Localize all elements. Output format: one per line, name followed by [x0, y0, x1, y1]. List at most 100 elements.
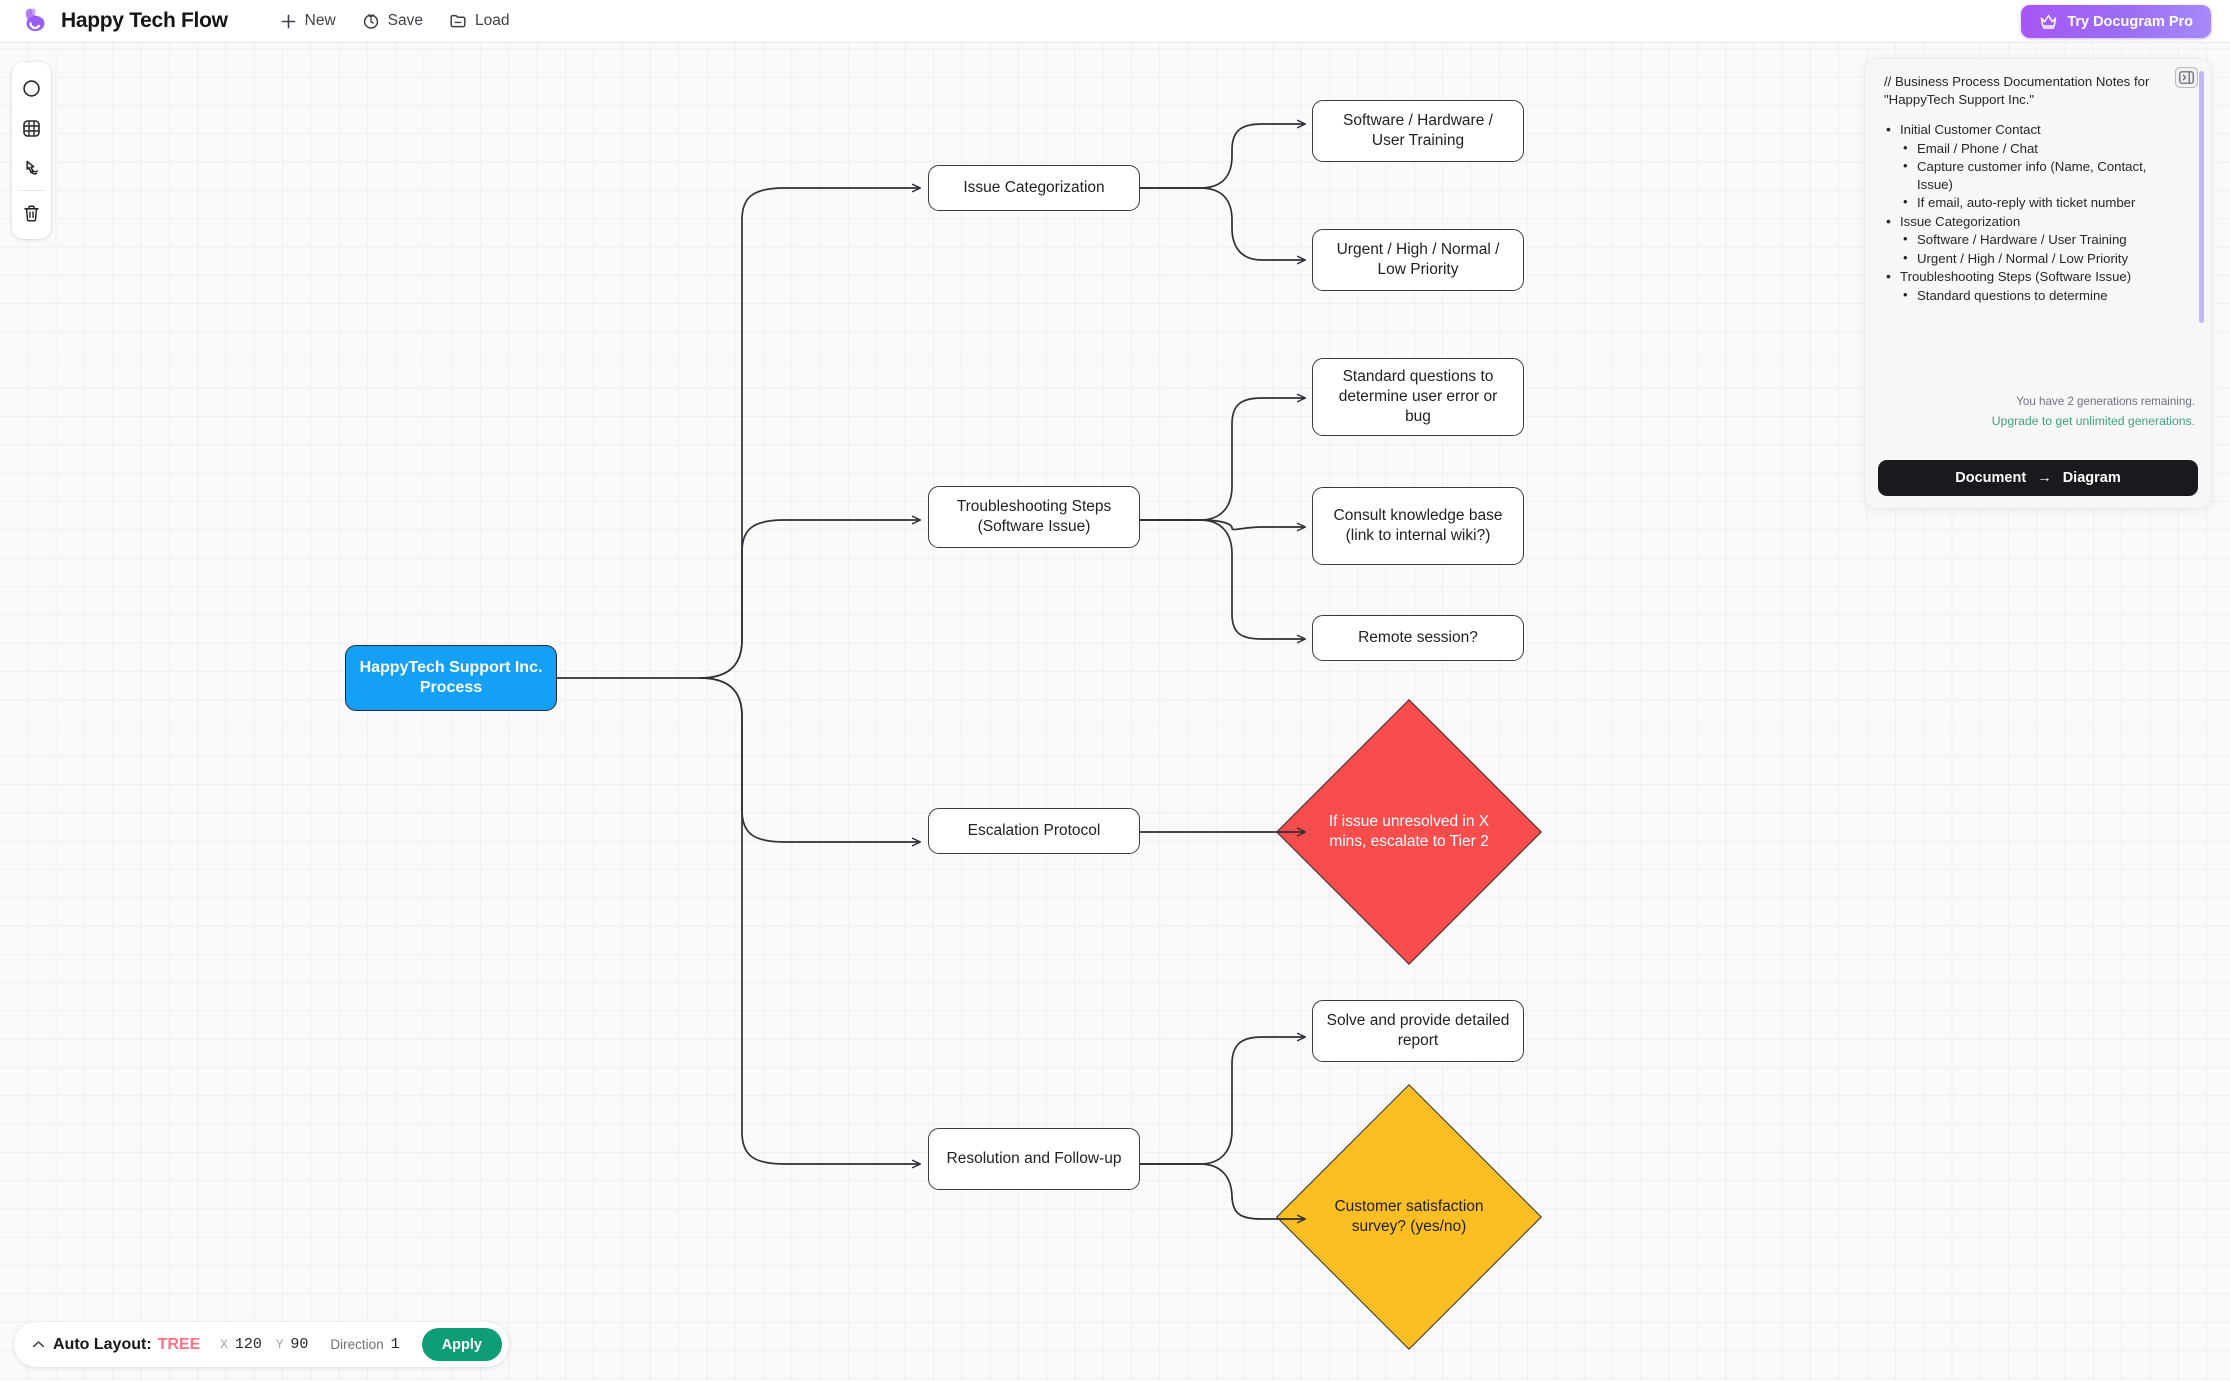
save-button[interactable]: Save: [362, 12, 423, 30]
edge-group-resolution: [1140, 1037, 1305, 1219]
load-button-label: Load: [475, 12, 510, 29]
flow-node-label: Solve and provide detailed report: [1326, 1012, 1510, 1049]
auto-layout-mode[interactable]: TREE: [157, 1335, 201, 1353]
upgrade-link[interactable]: Upgrade to get unlimited generations.: [1991, 414, 2195, 428]
circle-shape-tool[interactable]: [12, 68, 51, 108]
flow-node-label: If issue unresolved in X mins, escalate …: [1328, 813, 1490, 850]
convert-from-label: Document: [1955, 470, 2027, 486]
notes-item: Troubleshooting Steps (Software Issue) S…: [1884, 267, 2181, 305]
app-header: Happy Tech Flow New Save Load: [0, 0, 2230, 43]
flow-node-troubleshooting-steps[interactable]: Troubleshooting Steps (Software Issue): [928, 486, 1140, 548]
flow-node-label: Standard questions to determine user err…: [1338, 368, 1498, 425]
generations-remaining-text: You have 2 generations remaining.: [2016, 395, 2195, 408]
notes-outline: Initial Customer Contact Email / Phone /…: [1884, 120, 2181, 305]
flow-node-consult-knowledge-base[interactable]: Consult knowledge base (link to internal…: [1312, 487, 1524, 565]
flow-node-label: Remote session?: [1358, 629, 1478, 647]
auto-layout-bar: Auto Layout: TREE X 120 Y 90 Direction 1…: [14, 1322, 509, 1367]
header-actions: New Save Load: [280, 12, 509, 30]
tool-divider: [18, 190, 45, 191]
collapse-layout-bar-button[interactable]: [32, 1340, 45, 1349]
new-button[interactable]: New: [280, 12, 336, 30]
flow-node-standard-questions[interactable]: Standard questions to determine user err…: [1312, 358, 1524, 436]
save-button-label: Save: [387, 12, 423, 29]
try-docugram-pro-button[interactable]: Try Docugram Pro: [2021, 5, 2211, 38]
notes-item: Issue Categorization Software / Hardware…: [1884, 212, 2181, 268]
apply-layout-button[interactable]: Apply: [421, 1328, 502, 1361]
edge-group-issue-categorization: [1140, 124, 1305, 260]
grid-icon: [23, 119, 40, 137]
pro-button-label: Try Docugram Pro: [2067, 13, 2193, 30]
notes-subitem: Software / Hardware / User Training: [1900, 230, 2181, 249]
flow-node-label: Resolution and Follow-up: [946, 1150, 1122, 1168]
y-spacing-field[interactable]: Y 90: [276, 1336, 309, 1353]
flow-node-label: Escalation Protocol: [967, 822, 1101, 840]
x-spacing-value[interactable]: 120: [234, 1336, 262, 1353]
edge-group-root: [557, 188, 920, 1164]
document-to-diagram-button[interactable]: Document → Diagram: [1878, 460, 2198, 496]
shape-tool-dock: [12, 62, 51, 239]
flow-node-label: Troubleshooting Steps (Software Issue): [956, 498, 1112, 535]
flow-node-resolution-followup[interactable]: Resolution and Follow-up: [928, 1128, 1140, 1190]
flow-node-solve-detailed-report[interactable]: Solve and provide detailed report: [1312, 1000, 1524, 1062]
notes-subitem: If email, auto-reply with ticket number: [1900, 193, 2181, 212]
notes-subitem: Standard questions to determine: [1900, 286, 2181, 305]
flow-node-label: Consult knowledge base (link to internal…: [1333, 507, 1503, 544]
load-button[interactable]: Load: [449, 12, 509, 30]
flow-node-label: Issue Categorization: [963, 179, 1105, 197]
notes-item-label: Troubleshooting Steps (Software Issue): [1900, 269, 2132, 285]
flow-node-satisfaction-survey[interactable]: Customer satisfaction survey? (yes/no): [1276, 1084, 1542, 1350]
notes-subitem: Capture customer info (Name, Contact, Is…: [1900, 157, 2181, 193]
cursor-hand-icon: [26, 160, 38, 175]
edge-group-troubleshooting: [1140, 398, 1305, 639]
delete-tool[interactable]: [12, 193, 51, 233]
flow-node-label: Customer satisfaction survey? (yes/no): [1334, 1198, 1484, 1235]
y-spacing-value[interactable]: 90: [290, 1336, 309, 1353]
folder-open-icon: [450, 14, 466, 28]
flow-node-priority-levels[interactable]: Urgent / High / Normal / Low Priority: [1312, 229, 1524, 291]
auto-layout-label: Auto Layout:: [53, 1335, 152, 1353]
new-button-label: New: [304, 12, 336, 29]
panel-collapse-button[interactable]: [2175, 67, 2198, 88]
document-notes-panel: // Business Process Documentation Notes …: [1864, 58, 2212, 509]
flow-node-label: Urgent / High / Normal / Low Priority: [1336, 241, 1500, 278]
y-spacing-key: Y: [275, 1337, 284, 1352]
flow-node-label: Software / Hardware / User Training: [1343, 112, 1493, 149]
flow-node-remote-session[interactable]: Remote session?: [1312, 615, 1524, 661]
flow-node-root[interactable]: HappyTech Support Inc. Process: [345, 645, 557, 711]
flow-node-label: HappyTech Support Inc. Process: [359, 658, 543, 696]
crown-icon: [2040, 14, 2057, 29]
convert-to-label: Diagram: [2062, 470, 2121, 486]
arrow-right-icon: →: [2037, 470, 2052, 486]
x-spacing-key: X: [220, 1337, 228, 1352]
happy-duck-logo-icon: [25, 8, 45, 32]
notes-scrollbar-thumb[interactable]: [2199, 71, 2204, 323]
notes-header: // Business Process Documentation Notes …: [1884, 74, 2150, 107]
chevron-up-icon: [32, 1341, 45, 1348]
notes-sublist: Software / Hardware / User Training Urge…: [1900, 230, 2181, 268]
flow-node-escalate-tier-2[interactable]: If issue unresolved in X mins, escalate …: [1276, 699, 1542, 965]
notes-item: Initial Customer Contact Email / Phone /…: [1884, 120, 2181, 212]
notes-item-label: Issue Categorization: [1900, 213, 2021, 229]
circle-icon: [23, 79, 40, 97]
direction-value[interactable]: 1: [390, 1336, 400, 1353]
notes-item-label: Initial Customer Contact: [1900, 122, 2041, 138]
notes-subitem: Urgent / High / Normal / Low Priority: [1900, 249, 2181, 268]
panel-collapse-icon: [2179, 71, 2194, 84]
flow-node-escalation-protocol[interactable]: Escalation Protocol: [928, 808, 1140, 854]
plus-icon: [281, 14, 296, 28]
direction-label: Direction: [330, 1337, 384, 1352]
notes-scroll-area[interactable]: // Business Process Documentation Notes …: [1865, 59, 2211, 409]
app-title: Happy Tech Flow: [61, 9, 228, 32]
flow-node-issue-categorization[interactable]: Issue Categorization: [928, 165, 1140, 211]
save-clock-icon: [363, 14, 378, 29]
trash-icon: [24, 204, 39, 221]
notes-sublist: Email / Phone / Chat Capture customer in…: [1900, 139, 2181, 212]
notes-subitem: Email / Phone / Chat: [1900, 139, 2181, 158]
pointer-select-tool[interactable]: [12, 148, 51, 188]
flow-node-software-hardware-training[interactable]: Software / Hardware / User Training: [1312, 100, 1524, 162]
direction-field[interactable]: Direction 1: [330, 1336, 399, 1353]
x-spacing-field[interactable]: X 120: [220, 1336, 262, 1353]
grid-shape-tool[interactable]: [12, 108, 51, 148]
